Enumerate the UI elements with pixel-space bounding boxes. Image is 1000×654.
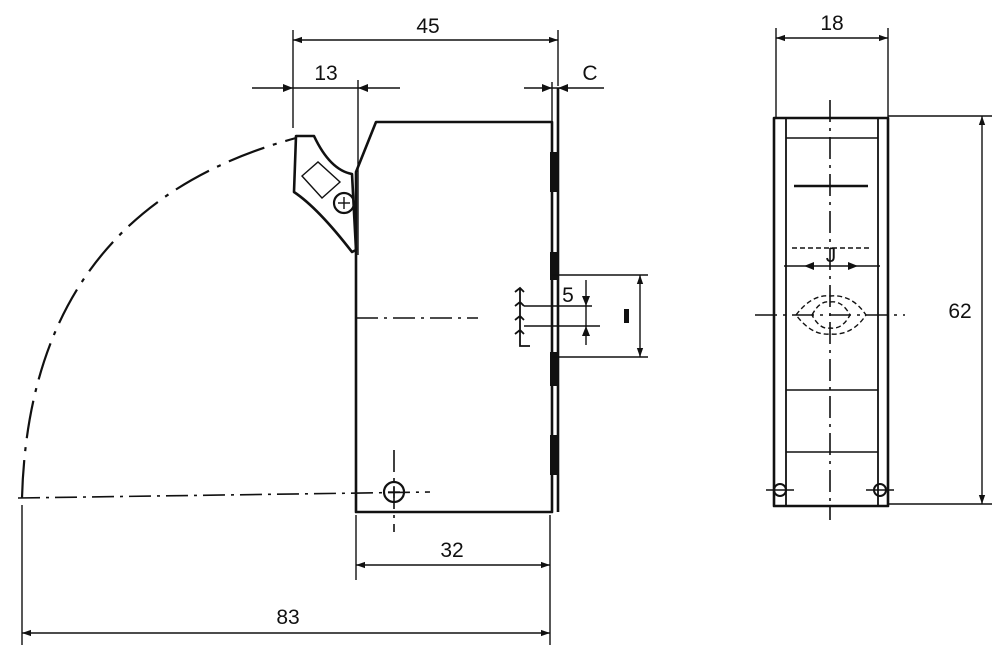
pivot-screw-icon <box>332 191 356 215</box>
cam-slot <box>301 161 342 199</box>
dim-18-label: 18 <box>820 12 843 35</box>
swing-arc <box>20 136 297 499</box>
dim-83-label: 83 <box>276 606 299 629</box>
side-view: 45 13 C 5 32 83 <box>17 15 648 645</box>
dim-j-label: J <box>826 244 837 267</box>
front-block-2 <box>550 252 559 280</box>
dim-5-label: 5 <box>562 284 574 307</box>
swing-baseline <box>17 491 431 499</box>
front-view: J 18 62 <box>755 12 992 520</box>
front-block-3 <box>550 352 559 386</box>
dim-45-label: 45 <box>416 15 439 38</box>
plunger-hidden-outline <box>795 295 867 335</box>
main-body <box>354 120 554 514</box>
front-block-4 <box>550 435 559 475</box>
dim-32-label: 32 <box>440 539 463 562</box>
front-frame <box>772 116 890 508</box>
plunger-mechanism <box>514 286 530 347</box>
dim-c-label: C <box>582 62 597 85</box>
slot-marker <box>624 309 629 323</box>
cam-arm <box>292 134 358 254</box>
dim-62-label: 62 <box>948 300 971 323</box>
dim-13-label: 13 <box>314 62 337 85</box>
front-block-1 <box>550 152 559 192</box>
